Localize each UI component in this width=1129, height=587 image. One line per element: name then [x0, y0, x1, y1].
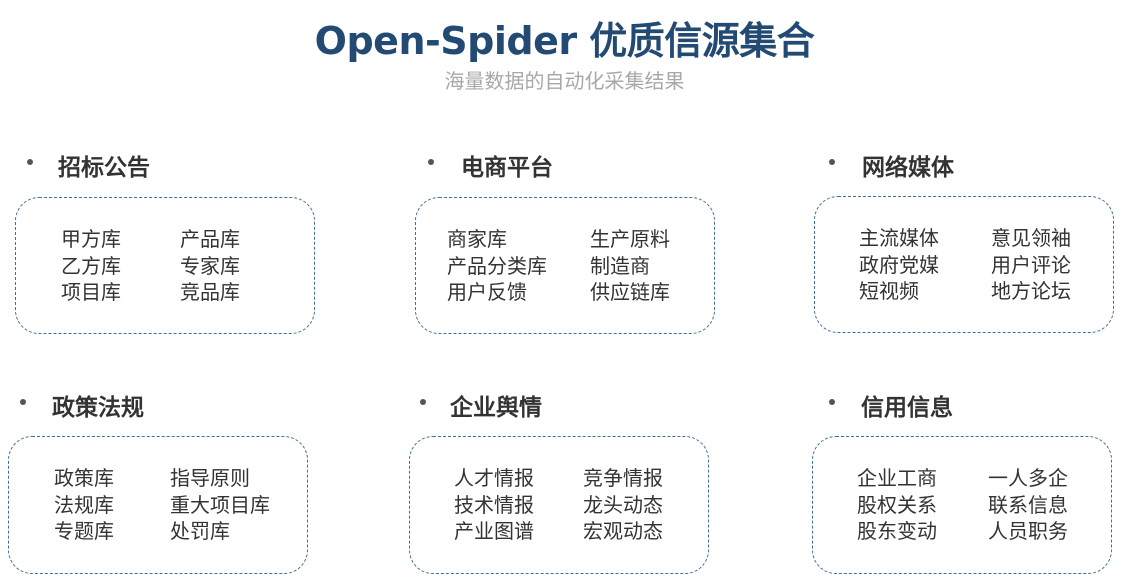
category-card: 政策库 法规库 专题库 指导原则 重大项目库 处罚库: [8, 436, 308, 574]
list-item: 甲方库: [61, 227, 121, 251]
item-column: 甲方库 乙方库 项目库: [61, 226, 121, 306]
item-column: 生产原料 制造商 供应链库: [590, 226, 670, 306]
list-item: 法规库: [54, 492, 114, 517]
page-subtitle: 海量数据的自动化采集结果: [444, 69, 685, 93]
list-item: 乙方库: [61, 253, 121, 278]
section-title: 企业舆情: [450, 395, 542, 421]
list-item: 一人多企: [988, 466, 1068, 490]
list-item: 龙头动态: [583, 492, 663, 517]
list-item: 宏观动态: [583, 519, 663, 543]
list-item: 商家库: [447, 227, 507, 251]
section-title: 电商平台: [461, 155, 553, 181]
list-item: 股东变动: [857, 519, 937, 543]
page-title: Open-Spider 优质信源集合: [314, 19, 815, 63]
bullet-icon: [20, 399, 26, 405]
section-title: 信用信息: [861, 395, 953, 421]
list-item: 产业图谱: [454, 519, 534, 543]
bullet-icon: [27, 159, 33, 165]
list-item: 专家库: [180, 253, 240, 278]
list-item: 专题库: [54, 519, 114, 543]
list-item: 制造商: [590, 253, 650, 278]
bullet-icon: [829, 399, 835, 405]
list-item: 技术情报: [454, 492, 534, 517]
list-item: 意见领袖: [991, 226, 1071, 250]
item-column: 政策库 法规库 专题库: [54, 465, 114, 545]
list-item: 人才情报: [454, 466, 534, 490]
category-card: 主流媒体 政府党媒 短视频 意见领袖 用户评论 地方论坛: [814, 196, 1114, 333]
item-column: 人才情报 技术情报 产业图谱: [454, 465, 534, 545]
list-item: 政府党媒: [859, 252, 939, 277]
item-column: 企业工商 股权关系 股东变动: [857, 465, 937, 545]
item-column: 主流媒体 政府党媒 短视频: [859, 225, 939, 305]
bullet-icon: [428, 159, 434, 165]
list-item: 政策库: [54, 466, 114, 490]
bullet-icon: [829, 159, 835, 165]
list-item: 联系信息: [988, 492, 1068, 517]
bullet-icon: [420, 399, 426, 405]
list-item: 竞品库: [180, 280, 240, 304]
list-item: 主流媒体: [859, 226, 939, 250]
list-item: 地方论坛: [991, 279, 1071, 303]
item-column: 产品库 专家库 竞品库: [180, 226, 240, 306]
list-item: 产品库: [180, 227, 240, 251]
list-item: 短视频: [859, 279, 919, 303]
list-item: 重大项目库: [170, 492, 270, 517]
list-item: 产品分类库: [447, 253, 547, 278]
category-card: 企业工商 股权关系 股东变动 一人多企 联系信息 人员职务: [812, 436, 1112, 574]
list-item: 企业工商: [857, 466, 937, 490]
section-title: 招标公告: [58, 155, 150, 181]
list-item: 用户评论: [991, 252, 1071, 277]
category-card: 人才情报 技术情报 产业图谱 竞争情报 龙头动态 宏观动态: [409, 436, 709, 574]
category-card: 甲方库 乙方库 项目库 产品库 专家库 竞品库: [15, 197, 315, 334]
list-item: 指导原则: [170, 466, 250, 490]
list-item: 供应链库: [590, 280, 670, 304]
section-title: 网络媒体: [862, 155, 954, 181]
item-column: 指导原则 重大项目库 处罚库: [170, 465, 270, 545]
item-column: 一人多企 联系信息 人员职务: [988, 465, 1068, 545]
list-item: 处罚库: [170, 519, 230, 543]
list-item: 竞争情报: [583, 466, 663, 490]
section-title: 政策法规: [52, 395, 144, 421]
list-item: 项目库: [61, 280, 121, 304]
list-item: 用户反馈: [447, 280, 527, 304]
list-item: 生产原料: [590, 227, 670, 251]
list-item: 股权关系: [857, 492, 937, 517]
category-card: 商家库 产品分类库 用户反馈 生产原料 制造商 供应链库: [415, 197, 715, 334]
item-column: 商家库 产品分类库 用户反馈: [447, 226, 547, 306]
item-column: 竞争情报 龙头动态 宏观动态: [583, 465, 663, 545]
list-item: 人员职务: [988, 519, 1068, 543]
item-column: 意见领袖 用户评论 地方论坛: [991, 225, 1071, 305]
